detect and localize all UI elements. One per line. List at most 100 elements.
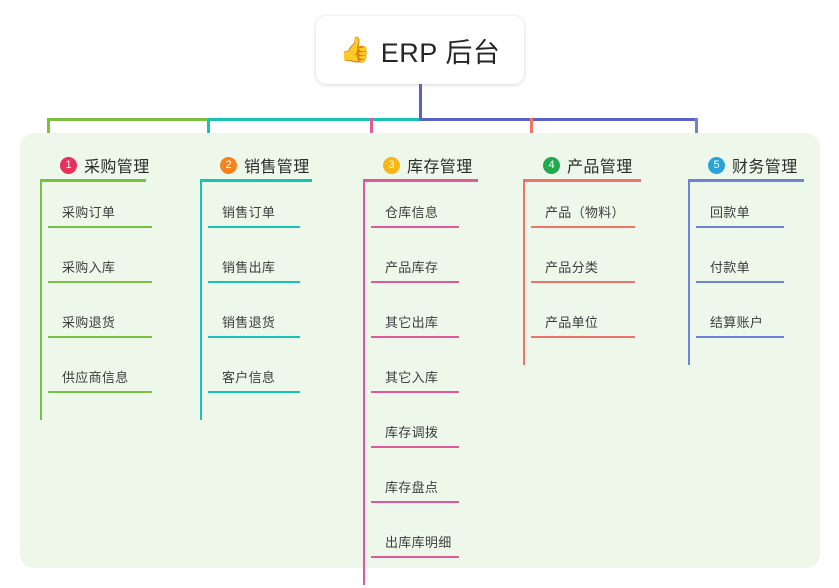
branch-underline-2 (200, 179, 312, 182)
leaf-underline (371, 226, 459, 228)
leaf-label: 库存盘点 (385, 480, 439, 495)
leaf-node[interactable]: 仓库信息 (363, 173, 513, 228)
leaf-label: 销售出库 (222, 260, 276, 275)
root-node[interactable]: 👍 ERP 后台 (316, 16, 524, 84)
leaf-label: 回款单 (710, 205, 750, 220)
trunk-connector (419, 84, 422, 121)
leaf-label: 仓库信息 (385, 205, 439, 220)
branch-column-5: 5 财务管理回款单付款单结算账户 (688, 148, 839, 365)
leaf-node[interactable]: 销售出库 (200, 228, 350, 283)
leaf-label: 其它出库 (385, 315, 439, 330)
branch-header-3[interactable]: 3 库存管理 (363, 148, 523, 182)
leaf-underline (531, 336, 635, 338)
branch-title-1: 采购管理 (84, 159, 150, 176)
leaf-underline (208, 391, 300, 393)
branch-column-3: 3 库存管理仓库信息产品库存其它出库其它入库库存调拨库存盘点出库库明细 (363, 148, 523, 585)
leaf-underline (208, 226, 300, 228)
branch-underline-4 (523, 179, 641, 182)
leaf-label: 客户信息 (222, 370, 276, 385)
leaf-label: 采购订单 (62, 205, 116, 220)
root-title: ERP 后台 (380, 37, 501, 68)
branch-spine-1 (40, 182, 42, 420)
leaf-node[interactable]: 其它出库 (363, 283, 513, 338)
leaf-node[interactable]: 销售退货 (200, 283, 350, 338)
branch-underline-3 (363, 179, 478, 182)
branch-spine-5 (688, 182, 690, 365)
leaf-node[interactable]: 结算账户 (688, 283, 838, 338)
branch-header-5[interactable]: 5 财务管理 (688, 148, 839, 182)
leaf-label: 产品库存 (385, 260, 439, 275)
leaf-underline (208, 336, 300, 338)
leaf-node[interactable]: 产品（物料） (523, 173, 673, 228)
leaf-node[interactable]: 采购退货 (40, 283, 190, 338)
branch-spine-3 (363, 182, 365, 585)
bus-segment-1 (47, 118, 210, 121)
branch-header-2[interactable]: 2 销售管理 (200, 148, 360, 182)
bus-segment-3 (419, 118, 698, 121)
leaf-node[interactable]: 其它入库 (363, 338, 513, 393)
leaf-node[interactable]: 库存盘点 (363, 448, 513, 503)
leaf-label: 付款单 (710, 260, 750, 275)
leaf-label: 销售订单 (222, 205, 276, 220)
branch-badge-3: 3 (383, 156, 400, 174)
branch-underline-5 (688, 179, 804, 182)
leaf-node[interactable]: 客户信息 (200, 338, 350, 393)
branch-panel (20, 133, 820, 568)
branch-title-3: 库存管理 (407, 159, 473, 176)
leaf-underline (48, 391, 152, 393)
bus-segment-2 (207, 118, 422, 121)
branch-title-5: 财务管理 (732, 159, 798, 176)
leaf-underline (531, 281, 635, 283)
leaf-underline (208, 281, 300, 283)
leaf-label: 采购入库 (62, 260, 116, 275)
branch-spine-4 (523, 182, 525, 365)
leaf-label: 库存调拨 (385, 425, 439, 440)
leaf-underline (696, 336, 784, 338)
leaf-node[interactable]: 采购入库 (40, 228, 190, 283)
branch-column-2: 2 销售管理销售订单销售出库销售退货客户信息 (200, 148, 360, 420)
branch-title-2: 销售管理 (244, 159, 310, 176)
leaf-node[interactable]: 采购订单 (40, 173, 190, 228)
leaf-label: 供应商信息 (62, 370, 129, 385)
leaf-underline (371, 391, 459, 393)
leaf-label: 其它入库 (385, 370, 439, 385)
leaf-node[interactable]: 库存调拨 (363, 393, 513, 448)
leaf-label: 产品分类 (545, 260, 599, 275)
branch-spine-2 (200, 182, 202, 420)
leaf-node[interactable]: 销售订单 (200, 173, 350, 228)
leaf-underline (48, 281, 152, 283)
branch-badge-5: 5 (708, 156, 725, 174)
leaf-underline (531, 226, 635, 228)
branch-underline-1 (40, 179, 146, 182)
branch-header-1[interactable]: 1 采购管理 (40, 148, 200, 182)
leaf-underline (371, 501, 459, 503)
branch-column-1: 1 采购管理采购订单采购入库采购退货供应商信息 (40, 148, 200, 420)
leaf-node[interactable]: 产品库存 (363, 228, 513, 283)
leaf-label: 销售退货 (222, 315, 276, 330)
leaf-node[interactable]: 供应商信息 (40, 338, 190, 393)
leaf-node[interactable]: 付款单 (688, 228, 838, 283)
leaf-underline (48, 336, 152, 338)
leaf-underline (696, 226, 784, 228)
branch-badge-4: 4 (543, 156, 560, 174)
leaf-label: 采购退货 (62, 315, 116, 330)
leaf-label: 产品单位 (545, 315, 599, 330)
branch-badge-1: 1 (60, 156, 77, 174)
leaf-node[interactable]: 回款单 (688, 173, 838, 228)
leaf-label: 结算账户 (710, 315, 764, 330)
leaf-underline (371, 556, 459, 558)
leaf-underline (48, 226, 152, 228)
leaf-underline (371, 446, 459, 448)
leaf-underline (371, 336, 459, 338)
leaf-node[interactable]: 产品分类 (523, 228, 673, 283)
leaf-label: 产品（物料） (545, 205, 625, 220)
leaf-underline (696, 281, 784, 283)
leaf-node[interactable]: 产品单位 (523, 283, 673, 338)
branch-badge-2: 2 (220, 156, 237, 174)
leaf-underline (371, 281, 459, 283)
leaf-node[interactable]: 出库库明细 (363, 503, 513, 558)
leaf-label: 出库库明细 (385, 535, 452, 550)
